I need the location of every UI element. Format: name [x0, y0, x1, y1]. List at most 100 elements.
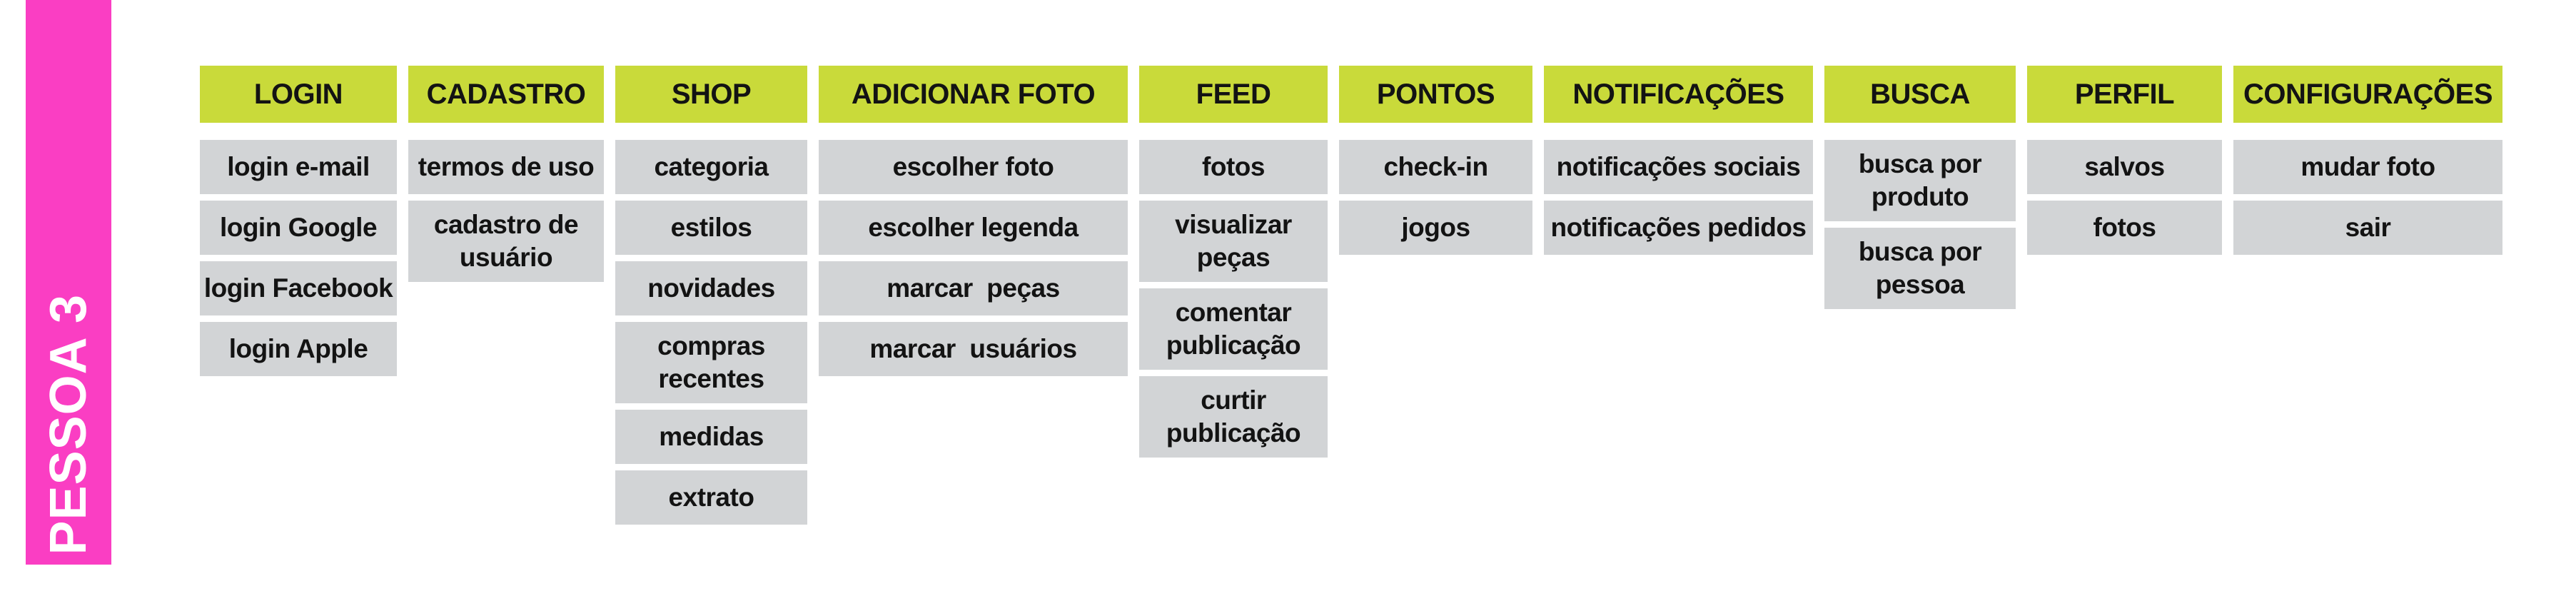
sitemap-item-label-estilos: estilos: [670, 213, 752, 243]
persona-bar: PESSOA 3: [26, 0, 111, 565]
sitemap-item-label-compras-recentes: compras recentes: [657, 331, 765, 393]
column-header-label-shop: SHOP: [671, 78, 752, 110]
column-feed: FEED fotos visualizar peças comentar pub…: [1139, 66, 1328, 458]
sitemap-item-busca-por-pessoa[interactable]: busca por pessoa: [1824, 228, 2016, 309]
sitemap-item-label-curtir-publicacao: curtir publicação: [1166, 385, 1301, 448]
sitemap-item-marcar-pecas[interactable]: marcar peças: [819, 261, 1128, 315]
column-items-cadastro: termos de uso cadastro de usuário: [408, 140, 604, 282]
column-items-pontos: check-in jogos: [1339, 140, 1532, 255]
column-header-cadastro[interactable]: CADASTRO: [408, 66, 604, 123]
column-configuracoes: CONFIGURAÇÕES mudar foto sair: [2233, 66, 2502, 255]
sitemap-item-label-check-in: check-in: [1383, 152, 1488, 182]
column-items-login: login e-mail login Google login Facebook…: [200, 140, 397, 376]
column-items-shop: categoria estilos novidades compras rece…: [615, 140, 807, 525]
sitemap-item-label-jogos: jogos: [1401, 213, 1470, 243]
column-header-shop[interactable]: SHOP: [615, 66, 807, 123]
column-items-busca: busca por produto busca por pessoa: [1824, 140, 2016, 309]
column-header-label-perfil: PERFIL: [2074, 78, 2175, 110]
sitemap-item-label-busca-por-produto: busca por produto: [1858, 149, 1982, 211]
column-header-label-notificacoes: NOTIFICAÇÕES: [1572, 78, 1784, 110]
sitemap-item-marcar-usuarios[interactable]: marcar usuários: [819, 322, 1128, 376]
sitemap-item-extrato[interactable]: extrato: [615, 470, 807, 525]
column-items-notificacoes: notificações sociais notificações pedido…: [1544, 140, 1813, 255]
sitemap-item-label-extrato: extrato: [668, 483, 754, 512]
column-header-perfil[interactable]: PERFIL: [2027, 66, 2222, 123]
column-header-label-feed: FEED: [1196, 78, 1271, 110]
column-header-label-login: LOGIN: [253, 78, 343, 110]
sitemap-item-novidades[interactable]: novidades: [615, 261, 807, 315]
column-notificacoes: NOTIFICAÇÕES notificações sociais notifi…: [1544, 66, 1813, 255]
column-header-label-cadastro: CADASTRO: [426, 78, 586, 110]
column-header-label-configuracoes: CONFIGURAÇÕES: [2243, 78, 2493, 110]
column-header-busca[interactable]: BUSCA: [1824, 66, 2016, 123]
sitemap-item-cadastro-de-usuario[interactable]: cadastro de usuário: [408, 201, 604, 282]
sitemap-item-visualizar-pecas[interactable]: visualizar peças: [1139, 201, 1328, 282]
sitemap-item-termos-de-uso[interactable]: termos de uso: [408, 140, 604, 194]
sitemap-item-login-e-mail[interactable]: login e-mail: [200, 140, 397, 194]
sitemap-item-check-in[interactable]: check-in: [1339, 140, 1532, 194]
sitemap-item-label-notificacoes-sociais: notificações sociais: [1556, 152, 1801, 182]
sitemap-item-label-termos-de-uso: termos de uso: [418, 152, 595, 182]
sitemap-item-categoria[interactable]: categoria: [615, 140, 807, 194]
column-header-login[interactable]: LOGIN: [200, 66, 397, 123]
sitemap-item-notificacoes-sociais[interactable]: notificações sociais: [1544, 140, 1813, 194]
column-header-label-busca: BUSCA: [1870, 78, 1970, 110]
sitemap-item-label-comentar-publicacao: comentar publicação: [1166, 298, 1301, 360]
sitemap-item-label-login-apple: login Apple: [228, 334, 368, 364]
sitemap-item-label-login-google: login Google: [219, 213, 378, 243]
column-items-adicionar-foto: escolher foto escolher legenda marcar pe…: [819, 140, 1128, 376]
sitemap-item-login-google[interactable]: login Google: [200, 201, 397, 255]
sitemap-item-label-escolher-legenda: escolher legenda: [868, 213, 1079, 243]
column-header-adicionar-foto[interactable]: ADICIONAR FOTO: [819, 66, 1128, 123]
sitemap-item-escolher-legenda[interactable]: escolher legenda: [819, 201, 1128, 255]
sitemap-item-label-notificacoes-pedidos: notificações pedidos: [1550, 213, 1807, 243]
column-login: LOGIN login e-mail login Google login Fa…: [200, 66, 397, 376]
column-items-configuracoes: mudar foto sair: [2233, 140, 2502, 255]
sitemap-item-comentar-publicacao[interactable]: comentar publicação: [1139, 288, 1328, 370]
sitemap-item-label-cadastro-de-usuario: cadastro de usuário: [433, 210, 579, 272]
sitemap-item-fotos[interactable]: fotos: [2027, 201, 2222, 255]
sitemap-item-jogos[interactable]: jogos: [1339, 201, 1532, 255]
column-header-feed[interactable]: FEED: [1139, 66, 1328, 123]
sitemap-item-label-mudar-foto: mudar foto: [2300, 152, 2435, 182]
column-cadastro: CADASTRO termos de uso cadastro de usuár…: [408, 66, 604, 282]
sitemap-item-label-categoria: categoria: [654, 152, 769, 182]
sitemap-item-sair[interactable]: sair: [2233, 201, 2502, 255]
column-header-notificacoes[interactable]: NOTIFICAÇÕES: [1544, 66, 1813, 123]
sitemap-item-label-sair: sair: [2345, 213, 2391, 243]
sitemap-item-curtir-publicacao[interactable]: curtir publicação: [1139, 376, 1328, 458]
sitemap-item-login-apple[interactable]: login Apple: [200, 322, 397, 376]
sitemap-item-label-fotos: fotos: [1202, 152, 1265, 182]
column-pontos: PONTOS check-in jogos: [1339, 66, 1532, 255]
sitemap-item-estilos[interactable]: estilos: [615, 201, 807, 255]
sitemap-item-fotos[interactable]: fotos: [1139, 140, 1328, 194]
sitemap-item-notificacoes-pedidos[interactable]: notificações pedidos: [1544, 201, 1813, 255]
sitemap-item-medidas[interactable]: medidas: [615, 410, 807, 464]
sitemap-columns: LOGIN login e-mail login Google login Fa…: [200, 66, 2502, 525]
column-busca: BUSCA busca por produto busca por pessoa: [1824, 66, 2016, 309]
sitemap-item-escolher-foto[interactable]: escolher foto: [819, 140, 1128, 194]
sitemap-item-salvos[interactable]: salvos: [2027, 140, 2222, 194]
persona-label: PESSOA 3: [40, 293, 97, 555]
sitemap-item-label-novidades: novidades: [647, 273, 775, 303]
column-header-label-adicionar-foto: ADICIONAR FOTO: [851, 78, 1096, 110]
column-header-label-pontos: PONTOS: [1376, 78, 1495, 110]
sitemap-item-label-marcar-usuarios: marcar usuários: [869, 334, 1077, 364]
sitemap-item-label-marcar-pecas: marcar peças: [887, 273, 1060, 303]
sitemap-item-label-login-facebook: login Facebook: [203, 273, 393, 303]
column-items-feed: fotos visualizar peças comentar publicaç…: [1139, 140, 1328, 458]
sitemap-item-busca-por-produto[interactable]: busca por produto: [1824, 140, 2016, 221]
sitemap-item-label-medidas: medidas: [659, 422, 764, 452]
sitemap-item-label-login-e-mail: login e-mail: [227, 152, 370, 182]
column-shop: SHOP categoria estilos novidades compras…: [615, 66, 807, 525]
sitemap-item-label-fotos: fotos: [2093, 213, 2156, 243]
column-header-configuracoes[interactable]: CONFIGURAÇÕES: [2233, 66, 2502, 123]
sitemap-item-label-salvos: salvos: [2084, 152, 2165, 182]
sitemap-item-mudar-foto[interactable]: mudar foto: [2233, 140, 2502, 194]
sitemap-item-compras-recentes[interactable]: compras recentes: [615, 322, 807, 403]
sitemap-item-label-visualizar-pecas: visualizar peças: [1175, 210, 1292, 272]
sitemap-item-label-escolher-foto: escolher foto: [892, 152, 1054, 182]
sitemap-item-login-facebook[interactable]: login Facebook: [200, 261, 397, 315]
sitemap-item-label-busca-por-pessoa: busca por pessoa: [1858, 237, 1982, 299]
column-header-pontos[interactable]: PONTOS: [1339, 66, 1532, 123]
